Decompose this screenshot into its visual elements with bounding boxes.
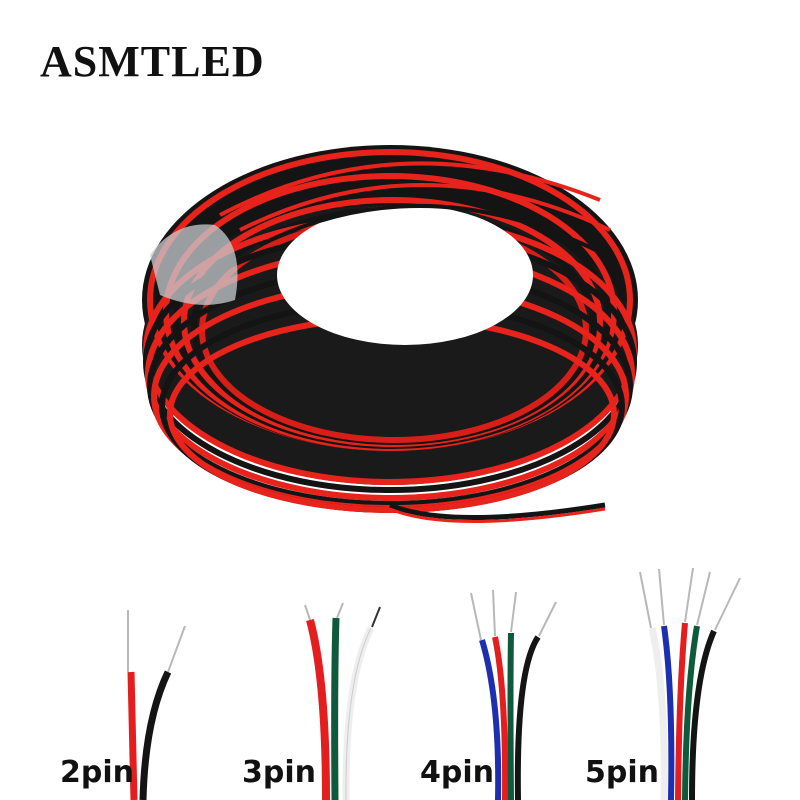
wire-5pin: [639, 567, 741, 800]
label-2pin: 2pin: [60, 755, 134, 790]
wire-4pin: [470, 589, 557, 800]
brand-logo-text: ASMTLED: [40, 37, 265, 86]
label-4pin: 4pin: [420, 755, 494, 790]
wire-3pin: [304, 602, 381, 800]
wire-2pin: [127, 610, 186, 800]
label-3pin: 3pin: [242, 755, 316, 790]
cable-coil: [142, 145, 638, 523]
label-5pin: 5pin: [585, 755, 659, 790]
